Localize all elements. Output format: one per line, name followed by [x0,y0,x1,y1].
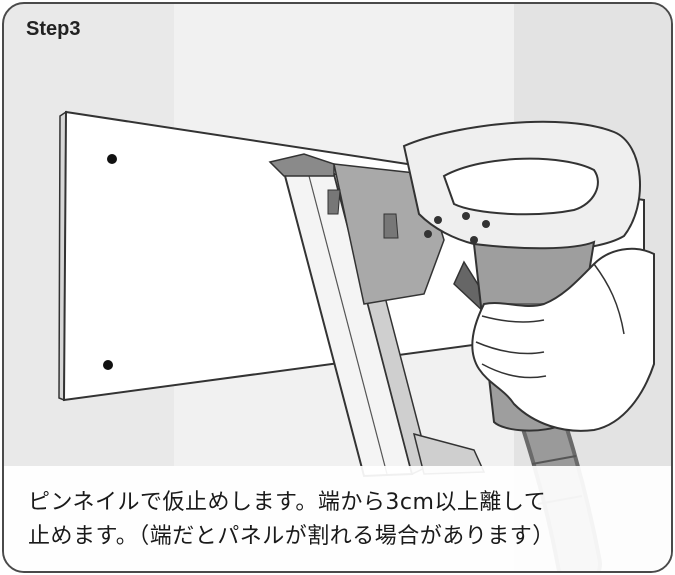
hand-icon [471,247,655,432]
nailing-illustration [58,110,655,571]
pin-mark [103,360,113,370]
caption-line-1: ピンネイルで仮止めします。端から3cm以上離して [28,490,547,515]
caption-line-2: 止めます。（端だとパネルが割れる場合があります） [28,524,555,549]
pin-mark [107,154,117,164]
step-title: Step3 [26,18,81,40]
caption-box: ピンネイルで仮止めします。端から3cm以上離して 止めます。（端だとパネルが割れ… [4,466,671,571]
